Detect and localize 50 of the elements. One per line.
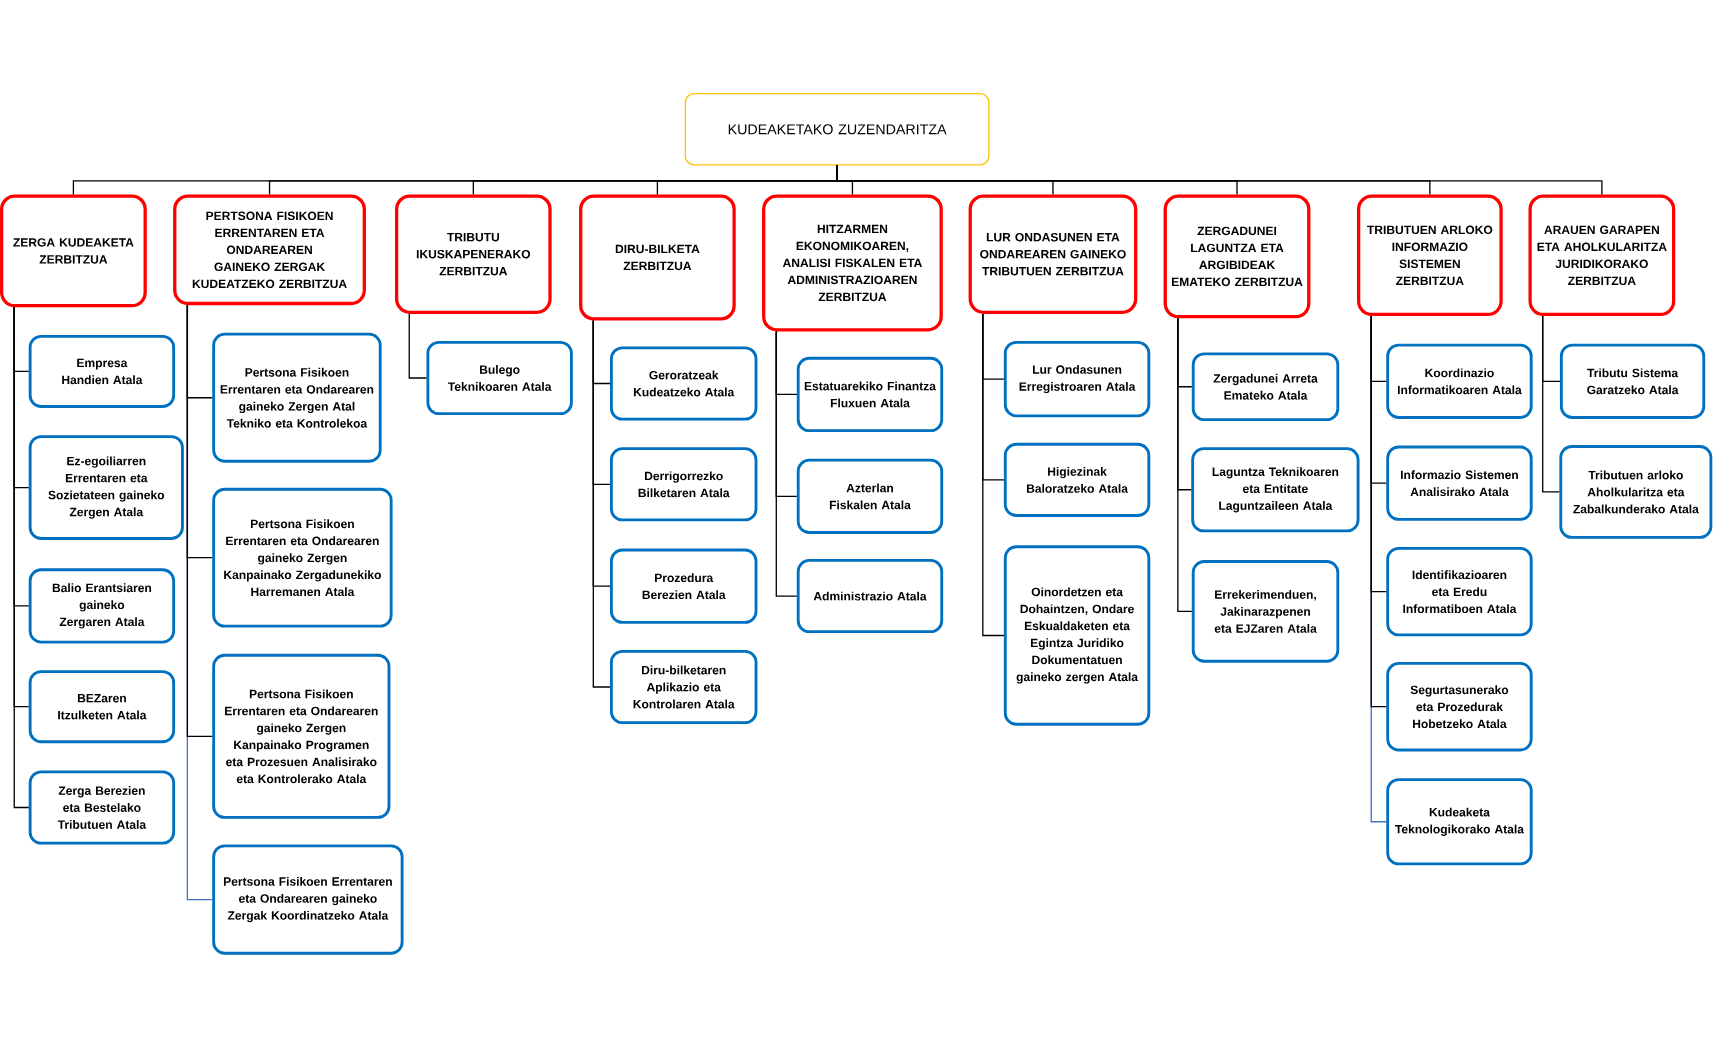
section-box: Derrigorrezko Bilketaren Atala [609, 447, 758, 522]
section-box: Segurtasunerako eta Prozedurak Hobetzeko Atala [1386, 661, 1533, 752]
section-box: Kudeaketa Teknologikorako Atala [1386, 777, 1533, 866]
section-box: Administrazio Atala [796, 558, 944, 633]
section-box: Identifikazioaren eta Eredu Informatiboen Atala [1386, 546, 1533, 637]
section-box: Pertsona Fisikoen Errentaren eta Ondarearen gaineko Zergen Kanpainako Programen eta Prozesuen Analisirako eta Kontrolerako Atala [212, 653, 391, 819]
section-box: Tributuen arloko Aholkularitza eta Zabalkunderako Atala [1559, 444, 1713, 539]
section-box: Zergadunei Arreta Emateko Atala [1191, 352, 1340, 421]
section-box: Pertsona Fisikoen Errentaren eta Ondarearen gaineko Zergak Koordinatzeko Atala [212, 844, 404, 955]
connector-line [13, 306, 30, 808]
section-box: Errekerimenduen, Jakinarazpenen eta EJZaren Atala [1191, 559, 1340, 663]
section-box: Oinordetzen eta Dohaintzen, Ondare Eskualdaketen eta Egintza Juridiko Dokumentatuen gaineko zergen Atala [1003, 545, 1151, 726]
section-box: Balio Erantsiaren gaineko Zergaren Atala [28, 568, 176, 644]
connector-line [982, 313, 1005, 636]
connector-line [186, 304, 213, 737]
section-box: Lur Ondasunen Erregistroaren Atala [1003, 340, 1151, 417]
section-box: Estatuarekiko Finantza Fluxuen Atala [796, 356, 944, 432]
service-box: ARAUEN GARAPEN ETA AHOLKULARITZA JURIDIKORAKO ZERBITZUA [1528, 194, 1676, 316]
connector-line [836, 164, 1603, 195]
section-box: Bulego Teknikoaren Atala [426, 340, 573, 415]
section-box: Geroratzeak Kudeatzeko Atala [609, 346, 758, 421]
service-box: ZERGA KUDEAKETA ZERBITZUA [0, 194, 147, 308]
section-box: Ez-egoiliarren Errentaren eta Sozietateen gaineko Zergen Atala [28, 435, 184, 540]
section-box: Laguntza Teknikoaren eta Entitate Laguntzaileen Atala [1191, 447, 1360, 533]
connector-line [1177, 317, 1193, 612]
section-box: Prozedura Berezien Atala [609, 548, 758, 624]
connector-line [775, 330, 798, 597]
service-box: PERTSONA FISIKOEN ERRENTAREN ETA ONDAREAREN GAINEKO ZERGAK KUDEATZEKO ZERBITZUA [173, 194, 366, 305]
section-box: Higiezinak Baloratzeko Atala [1003, 442, 1151, 517]
title-box: KUDEAKETAKO ZUZENDARITZA [684, 92, 990, 166]
section-box: Informazio Sistemen Analisirako Atala [1386, 445, 1533, 521]
connector-line [408, 313, 428, 379]
section-box: Pertsona Fisikoen Errentaren eta Ondarearen gaineko Zergen Atal Tekniko eta Kontrolekoa [212, 332, 382, 463]
section-box: Pertsona Fisikoen Errentaren eta Ondarearen gaineko Zergen Kanpainako Zergadunekiko Harremanen Atala [212, 487, 393, 628]
section-box: Diru-bilketaren Aplikazio eta Kontrolaren Atala [609, 649, 758, 724]
service-box: ZERGADUNEI LAGUNTZA ETA ARGIBIDEAK EMATEKO ZERBITZUA [1163, 194, 1311, 319]
connector-line [1370, 315, 1387, 708]
section-box: Koordinazio Informatikoaren Atala [1386, 343, 1533, 419]
service-box: LUR ONDASUNEN ETA ONDAREAREN GAINEKO TRIBUTUEN ZERBITZUA [968, 194, 1138, 314]
section-box: Azterlan Fiskalen Atala [796, 458, 944, 534]
service-box: DIRU-BILKETA ZERBITZUA [579, 194, 736, 321]
service-box: TRIBUTUEN ARLOKO INFORMAZIO SISTEMEN ZERBITZUA [1357, 194, 1503, 316]
section-box: Tributu Sistema Garatzeko Atala [1559, 343, 1706, 419]
section-box: Empresa Handien Atala [28, 334, 176, 408]
section-box: BEZaren Itzulketen Atala [28, 670, 176, 743]
connector-line [1542, 315, 1561, 493]
service-box: TRIBUTU IKUSKAPENERAKO ZERBITZUA [395, 194, 552, 314]
section-box: Zerga Berezien eta Bestelako Tributuen Atala [28, 770, 176, 845]
connector-line [592, 319, 611, 688]
service-box: HITZARMEN EKONOMIKOAREN, ANALISI FISKALEN ETA ADMINISTRAZIOAREN ZERBITZUA [762, 194, 943, 332]
